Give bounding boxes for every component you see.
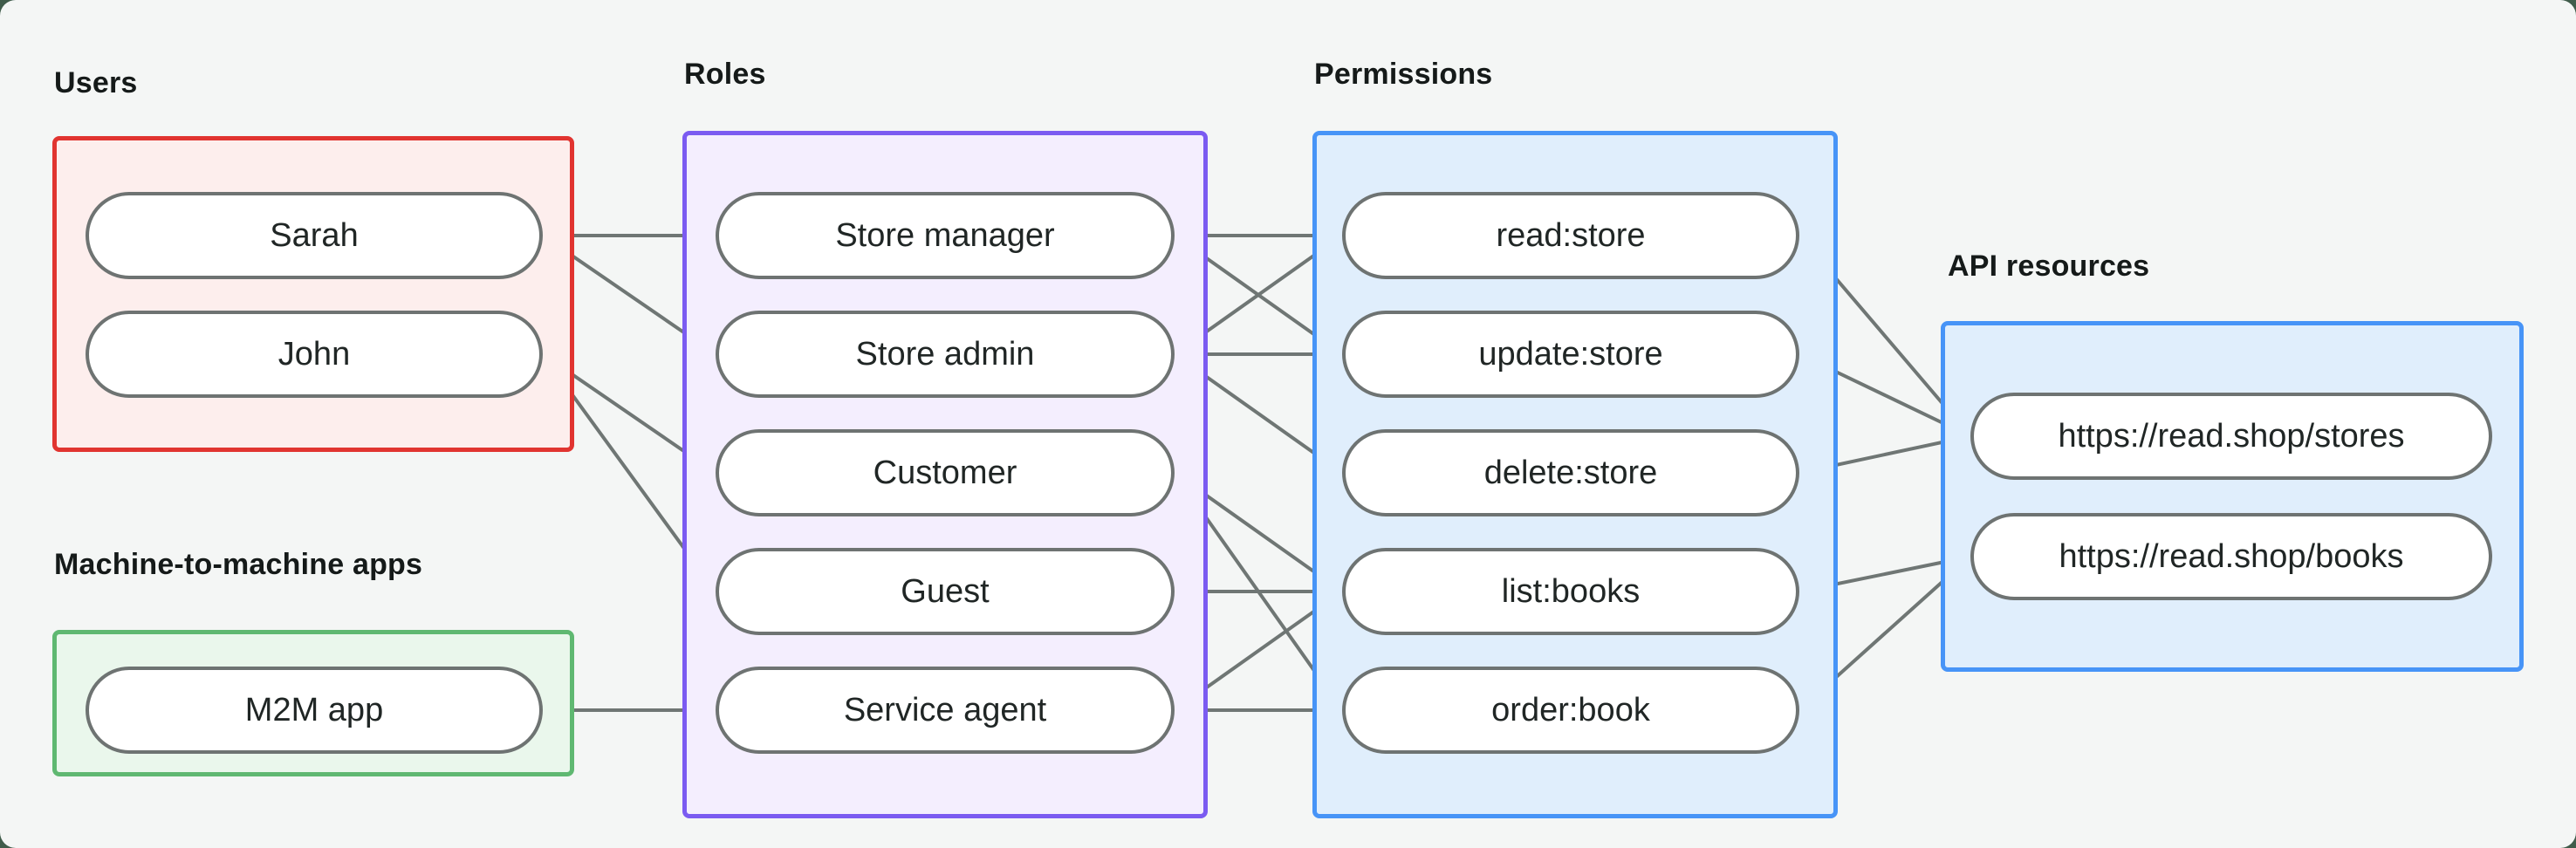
node-permission-read-store: read:store [1342,192,1799,279]
roles-group-label: Roles [684,58,766,91]
node-permission-order-book: order:book [1342,667,1799,754]
node-permission-list-books: list:books [1342,548,1799,635]
node-user-sarah: Sarah [86,192,543,279]
node-role-store-admin: Store admin [716,311,1175,398]
users-group-box [52,136,574,452]
node-api-resource-books: https://read.shop/books [1970,513,2492,600]
api-resources-group-label: API resources [1948,250,2150,283]
users-group-label: Users [54,66,138,99]
node-role-customer: Customer [716,429,1175,516]
node-api-resource-stores: https://read.shop/stores [1970,393,2492,480]
node-m2m-app: M2M app [86,667,543,754]
api-resources-group-box [1941,321,2524,672]
permissions-group-label: Permissions [1314,58,1493,91]
node-role-service-agent: Service agent [716,667,1175,754]
node-permission-delete-store: delete:store [1342,429,1799,516]
node-user-john: John [86,311,543,398]
node-role-guest: Guest [716,548,1175,635]
node-permission-update-store: update:store [1342,311,1799,398]
m2m-group-label: Machine-to-machine apps [54,548,423,581]
node-role-store-manager: Store manager [716,192,1175,279]
